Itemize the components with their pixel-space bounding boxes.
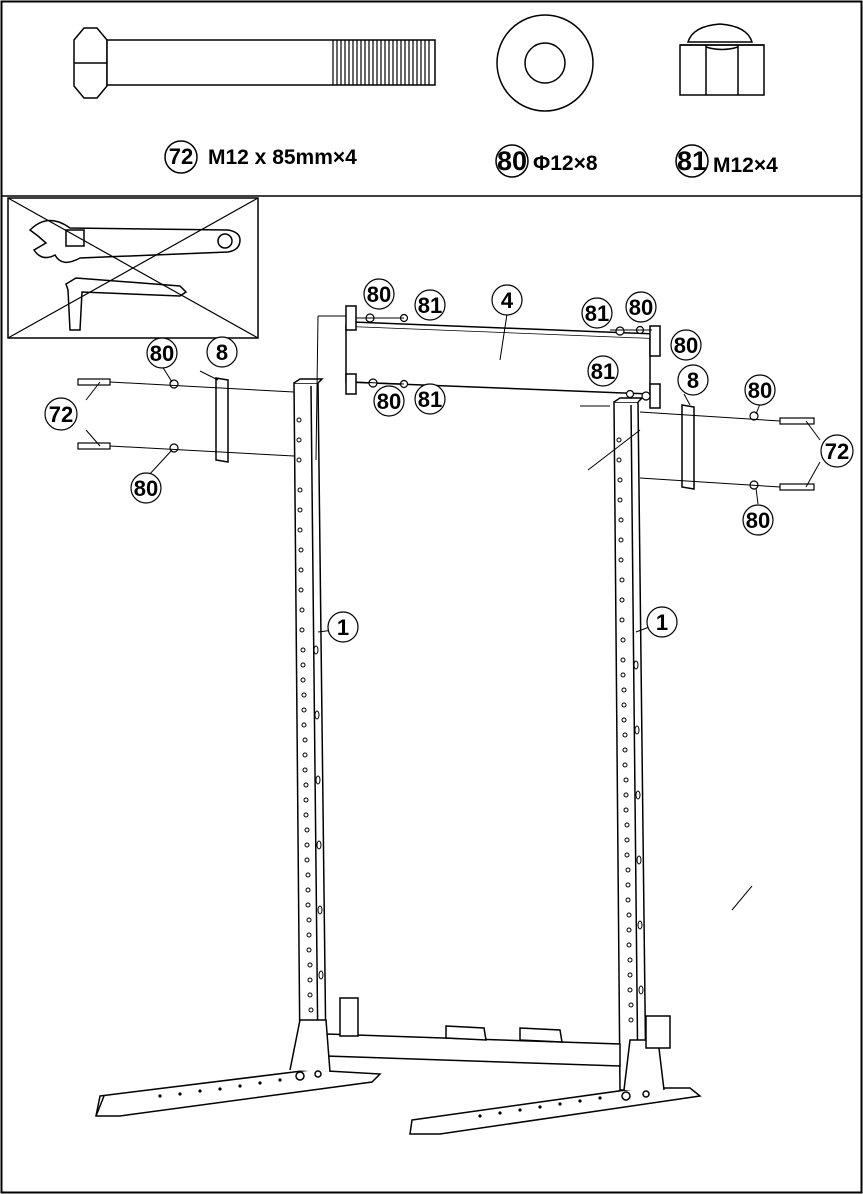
part-circle: [164, 140, 198, 174]
rear-base-bar: [325, 997, 621, 1067]
callout-72-left: 72: [44, 397, 78, 431]
callout-80-text: 80: [748, 378, 772, 403]
callout-4: 4: [491, 284, 523, 316]
hardware-label-81: 81 M12×4: [675, 144, 778, 178]
callout-81-mid-right: 81: [587, 355, 619, 387]
assembly-lines: [109, 315, 781, 911]
callout-80-right-upper: 80: [744, 374, 776, 406]
callout-80-text: 80: [134, 476, 158, 501]
part-number: 81: [677, 146, 707, 176]
right-base-foot: [409, 1015, 702, 1135]
callout-80-text: 80: [377, 389, 401, 414]
callout-8-right: 8: [677, 364, 709, 396]
callout-81-top-right: 81: [581, 297, 613, 329]
callout-4-text: 4: [501, 288, 514, 313]
hardware-spec: M12×4: [713, 154, 778, 177]
tools-box: [7, 197, 259, 339]
callout-1-left: 1: [327, 611, 359, 643]
callout-1-right-text: 1: [656, 610, 668, 635]
plate-8-right: [681, 404, 695, 490]
callout-72-right: 72: [820, 434, 854, 468]
callout-72-left-text: 72: [49, 402, 73, 427]
part-circle: [675, 144, 709, 178]
callout-leaders: [85, 313, 821, 633]
callout-81-top-left: 81: [414, 289, 446, 321]
callout-8-left: 8: [206, 336, 238, 368]
hardware-spec: Φ12×8: [533, 152, 598, 175]
callout-80-top-right: 80: [625, 291, 657, 323]
left-upright: [293, 378, 327, 1061]
flat-washer-icon: [496, 14, 594, 112]
callout-80-top-left: 80: [363, 278, 395, 310]
callout-80-text: 80: [150, 341, 174, 366]
cross-line: [7, 197, 259, 339]
callout-80-left-upper: 80: [146, 337, 178, 369]
callout-8-right-text: 8: [687, 368, 699, 393]
callout-80-right-lower: 80: [742, 504, 774, 536]
callout-80-text: 80: [746, 508, 770, 533]
hardware-spec: M12 x 85mm×4: [208, 146, 357, 169]
hex-key-icon: [65, 277, 188, 331]
callout-1-left-text: 1: [337, 615, 349, 640]
part-circle: [495, 144, 529, 178]
hex-bolt-icon: [73, 27, 436, 99]
callout-81-text: 81: [418, 387, 442, 412]
hardware-label-72: 72 M12 x 85mm×4: [164, 140, 357, 174]
callout-80-mid: 80: [373, 385, 405, 417]
callout-81-mid-left: 81: [414, 383, 446, 415]
hardware-label-80: 80 Φ12×8: [495, 144, 598, 178]
lock-nut-icon: [679, 23, 765, 96]
callout-80-text: 80: [367, 282, 391, 307]
callout-80-left-lower: 80: [130, 472, 162, 504]
callout-80-text: 80: [629, 295, 653, 320]
callout-8-left-text: 8: [216, 340, 228, 365]
crossbar-4: [345, 305, 661, 409]
callout-72-right-text: 72: [825, 439, 849, 464]
callout-80-right-mid: 80: [670, 329, 702, 361]
part-number: 80: [497, 146, 527, 176]
callout-81-text: 81: [585, 301, 609, 326]
left-base-foot: [95, 1019, 382, 1117]
callout-80-text: 80: [674, 333, 698, 358]
wrench-icon: [28, 219, 241, 264]
part-number: 72: [169, 144, 193, 169]
upright-holes: [296, 417, 644, 1028]
callout-1-right: 1: [646, 606, 678, 638]
plate-8-left: [215, 377, 229, 463]
callout-81-text: 81: [591, 359, 615, 384]
callout-81-text: 81: [418, 293, 442, 318]
